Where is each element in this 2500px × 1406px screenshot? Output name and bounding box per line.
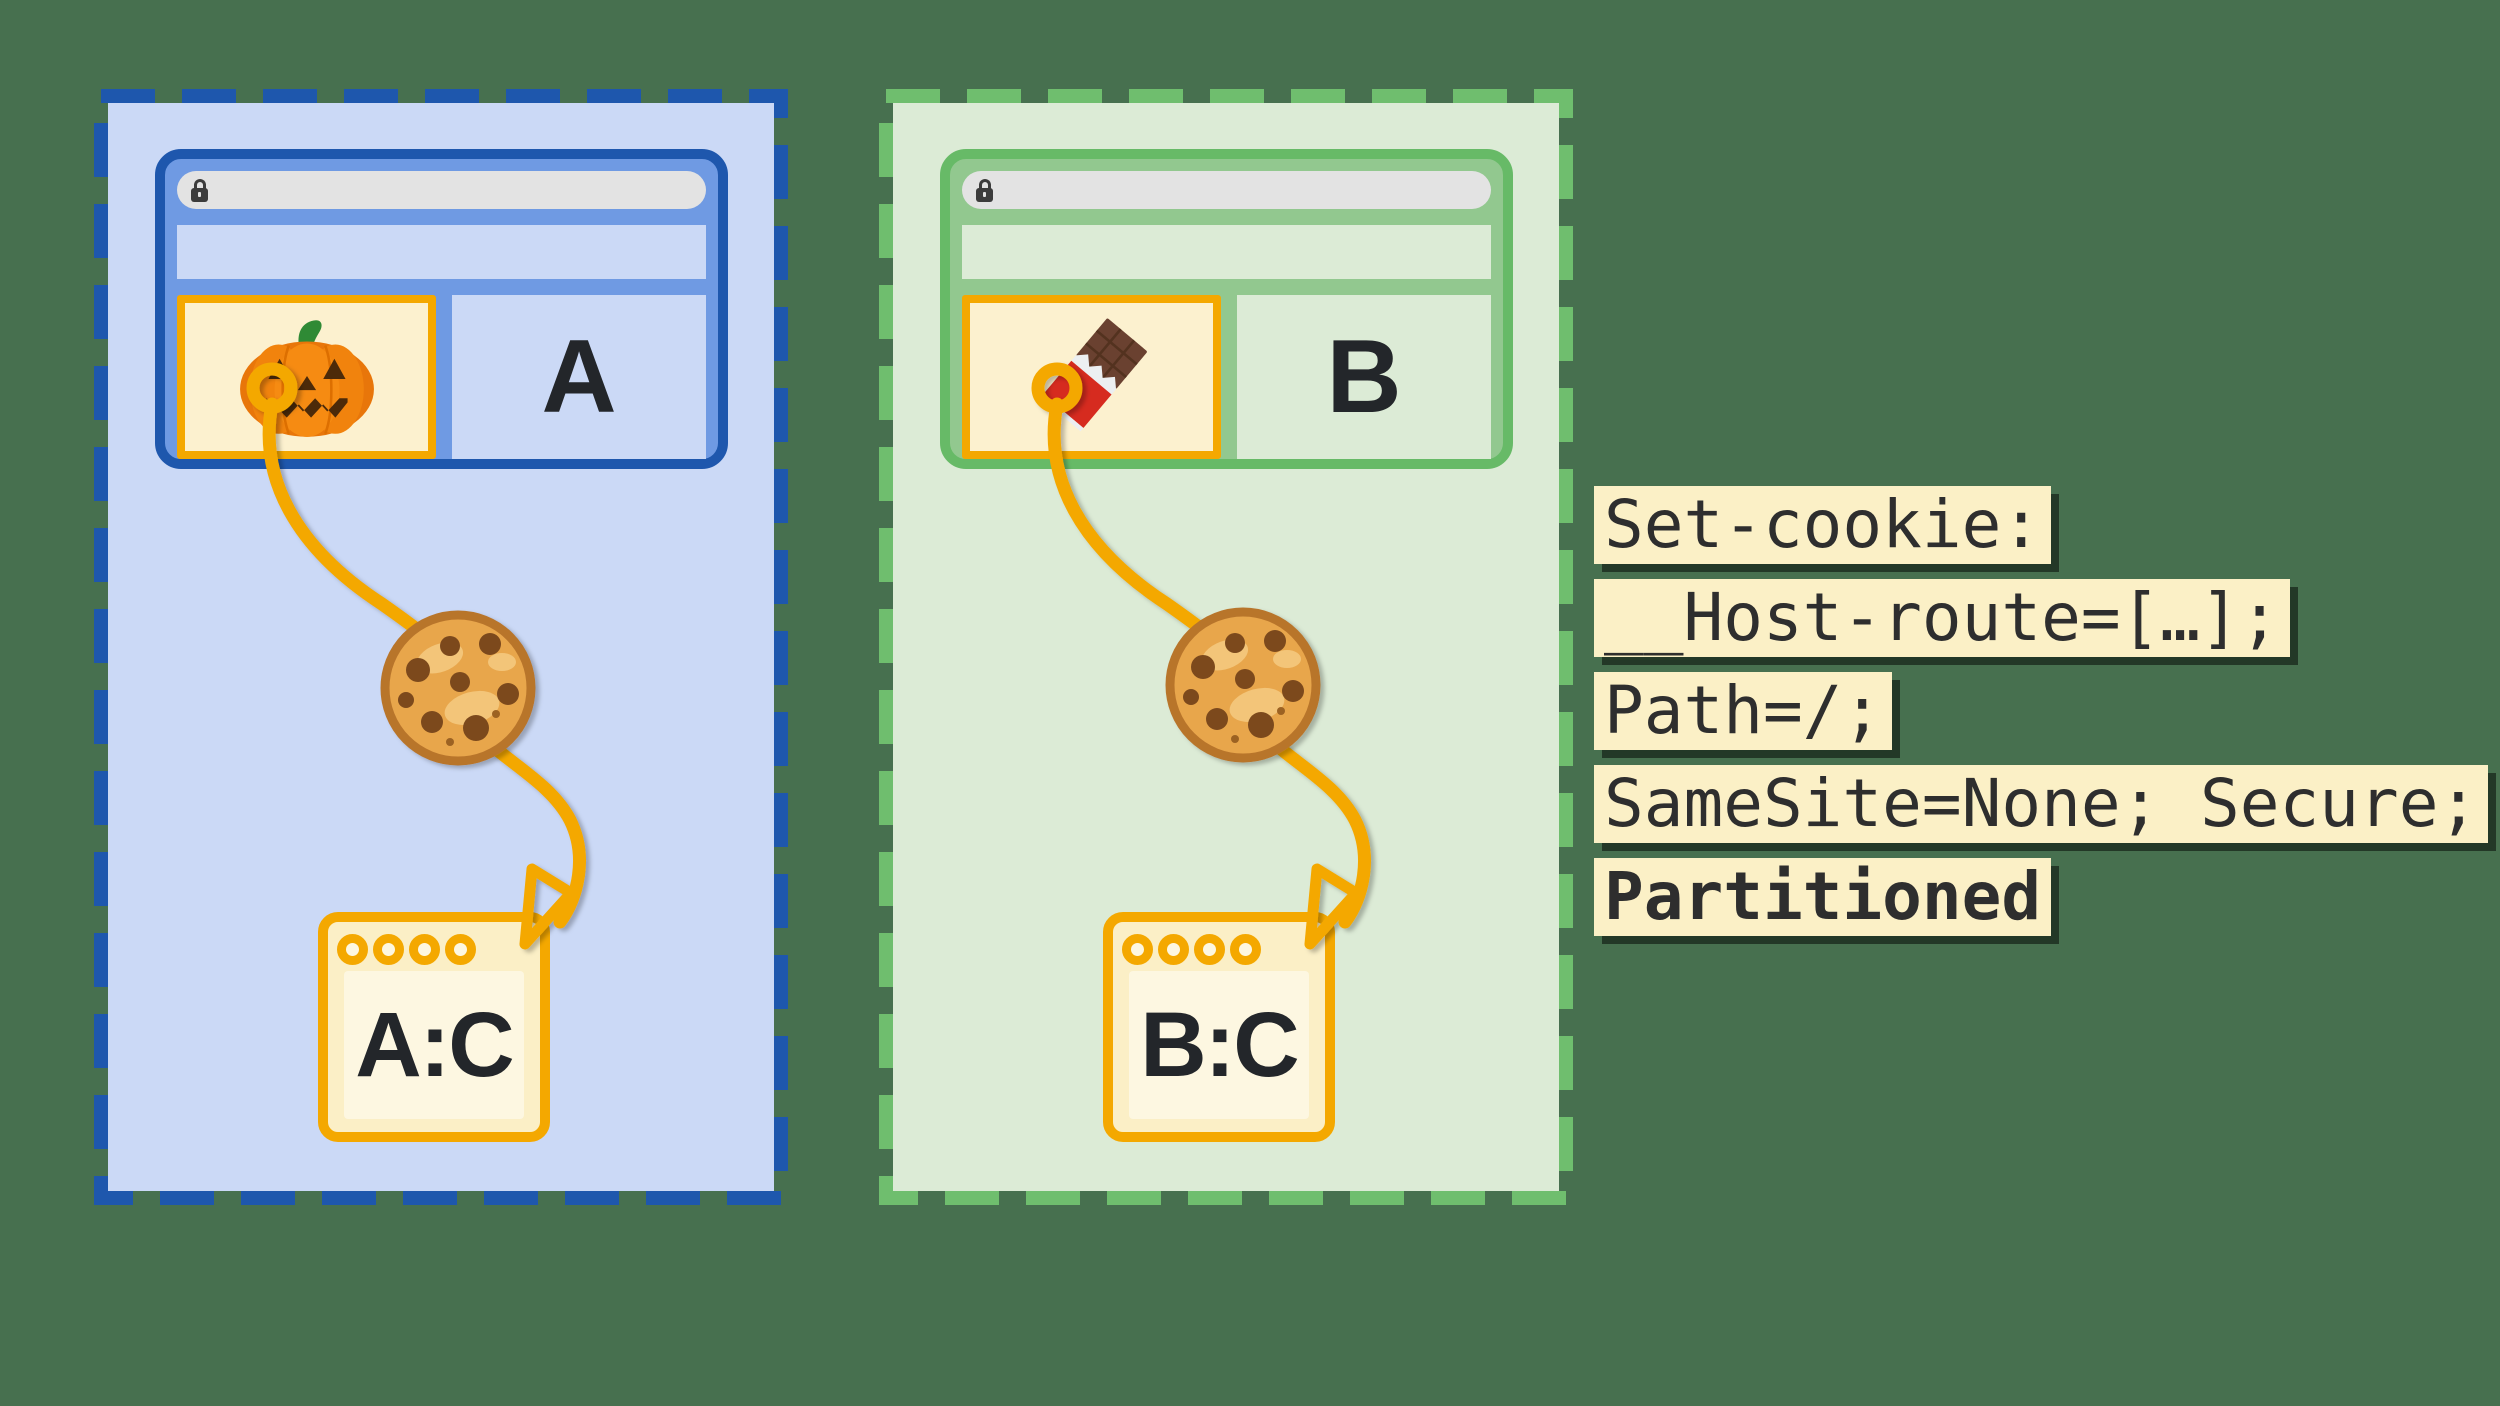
jar-storage-area: B:C	[1129, 971, 1309, 1119]
url-bar	[962, 171, 1491, 209]
code-line-samesite-secure: SameSite=None; Secure;	[1594, 765, 2489, 843]
browser-window-site-a: A	[155, 149, 728, 469]
code-line-partitioned: Partitioned	[1594, 858, 2052, 936]
top-level-site-a-area: A	[452, 295, 706, 459]
jar-storage-area: A:C	[344, 971, 524, 1119]
code-line-path: Path=/;	[1594, 672, 1893, 750]
code-line-host-route: __Host-route=[…];	[1594, 579, 2290, 657]
jack-o-lantern-icon	[239, 320, 374, 437]
url-bar	[177, 171, 706, 209]
code-line-set-cookie: Set-cookie:	[1594, 486, 2052, 564]
jar-vent-dots	[1122, 934, 1325, 965]
set-cookie-header-snippet: Set-cookie: __Host-route=[…]; Path=/; Sa…	[1594, 486, 2489, 951]
lock-icon	[976, 178, 993, 202]
embedded-iframe-site-c	[962, 295, 1221, 459]
page-content-row: B	[962, 295, 1491, 459]
browser-window-site-b: B	[940, 149, 1513, 469]
page-content-row: A	[177, 295, 706, 459]
toolbar-strip	[962, 225, 1491, 279]
partition-key-label: B:C	[1140, 994, 1300, 1096]
partition-key-label: A:C	[355, 994, 515, 1096]
top-level-site-b-area: B	[1237, 295, 1491, 459]
cookie-jar-site-b: B:C	[1103, 912, 1335, 1142]
toolbar-strip	[177, 225, 706, 279]
jar-vent-dots	[337, 934, 540, 965]
site-letter: B	[1326, 319, 1402, 435]
cookie-jar-site-a: A:C	[318, 912, 550, 1142]
lock-icon	[191, 178, 208, 202]
embedded-iframe-site-c	[177, 295, 436, 459]
site-letter: A	[541, 319, 617, 435]
chocolate-bar-icon	[1039, 318, 1147, 432]
